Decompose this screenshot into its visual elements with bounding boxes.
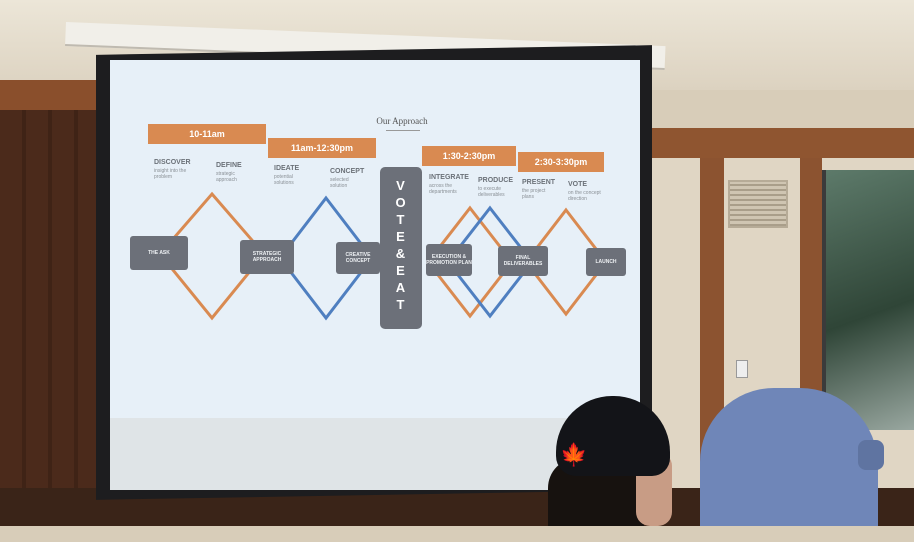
step-label: CONCEPT bbox=[330, 168, 365, 175]
vote-letter: A bbox=[395, 280, 407, 295]
phase-box: EXECUTION & PROMOTION PLAN bbox=[426, 244, 472, 276]
vote-letter: E bbox=[396, 229, 406, 244]
slide: Our Approach 10-11am 11am-12:30pm 1:30-2… bbox=[118, 64, 646, 416]
step-description: strategic approach bbox=[216, 171, 237, 183]
step-label: PRESENT bbox=[522, 179, 556, 186]
step-description: selected solution bbox=[330, 177, 349, 189]
projected-slide-area bbox=[110, 60, 640, 420]
step-description: on the concept direction bbox=[568, 190, 601, 202]
step-label: PRODUCE bbox=[478, 177, 514, 184]
phase-box: FINAL DELIVERABLES bbox=[498, 246, 548, 276]
phase-box: LAUNCH bbox=[586, 248, 626, 276]
phase-box: CREATIVE CONCEPT bbox=[336, 242, 380, 274]
step-label: INTEGRATE bbox=[429, 174, 469, 181]
time-slot: 1:30-2:30pm bbox=[422, 146, 516, 166]
slide-title: Our Approach bbox=[376, 116, 428, 126]
black-cap bbox=[556, 396, 670, 476]
blue-cap-brim bbox=[858, 440, 884, 470]
step-label: VOTE bbox=[568, 181, 588, 188]
step-description: insight into the problem bbox=[154, 168, 187, 180]
phase-box: STRATEGIC APPROACH bbox=[240, 240, 294, 274]
step-description: the project plans bbox=[522, 188, 546, 200]
time-slot: 10-11am bbox=[148, 124, 266, 144]
vote-letter: O bbox=[395, 195, 407, 210]
window bbox=[822, 170, 914, 430]
time-slot: 2:30-3:30pm bbox=[518, 152, 604, 172]
wall-outlet bbox=[736, 360, 748, 378]
step-description: to execute deliverables bbox=[478, 186, 505, 198]
step-label: DEFINE bbox=[216, 162, 242, 169]
diamond-discover bbox=[158, 191, 266, 321]
step-description: across the departments bbox=[429, 183, 457, 195]
step-label: DISCOVER bbox=[154, 159, 191, 166]
maple-leaf-icon: 🍁 bbox=[560, 442, 588, 467]
phase-box: THE ASK bbox=[130, 236, 188, 270]
wood-beam bbox=[0, 80, 110, 110]
wood-wall bbox=[0, 110, 110, 526]
step-label: IDEATE bbox=[274, 165, 300, 172]
blue-cap bbox=[700, 388, 878, 526]
time-slot: 11am-12:30pm bbox=[268, 138, 376, 158]
vote-letter: T bbox=[396, 297, 406, 312]
vote-letter: T bbox=[396, 212, 406, 227]
vote-letter: V bbox=[396, 178, 406, 193]
air-vent bbox=[728, 180, 788, 228]
vote-letter: E bbox=[396, 263, 406, 278]
diamond-present bbox=[524, 207, 608, 317]
title-divider bbox=[386, 130, 420, 131]
vote-letter: & bbox=[395, 246, 407, 261]
diamond-ideate bbox=[278, 195, 374, 321]
step-description: potential solutions bbox=[274, 174, 294, 186]
wood-beam bbox=[648, 128, 914, 158]
